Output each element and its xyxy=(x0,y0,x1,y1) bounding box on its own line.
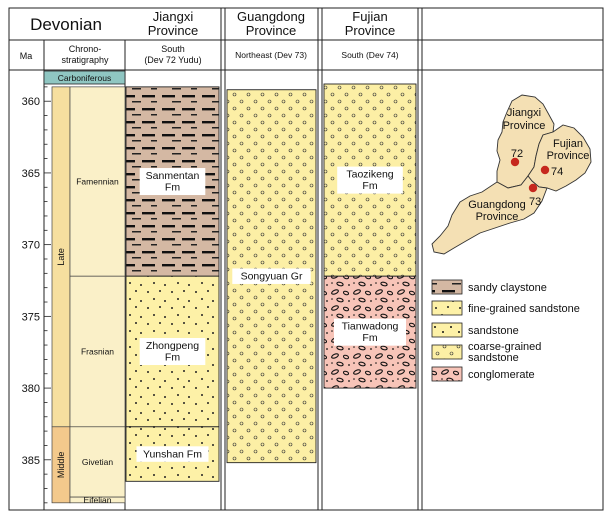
jiangxi-header-line-1: Jiangxi xyxy=(153,9,194,24)
map-guangdong-region xyxy=(431,175,548,255)
site-label-72: 72 xyxy=(511,148,523,160)
stage-label-frasnian: Frasnian xyxy=(81,347,114,357)
map-label-guangdong-line-2: Province xyxy=(476,211,519,223)
epoch-label-middle: Middle xyxy=(56,452,66,479)
ma-header: Ma xyxy=(20,51,33,61)
unit-label-box-taozikeng-fm xyxy=(337,166,403,194)
site-dot-73 xyxy=(528,183,538,193)
age-tick-label: 375 xyxy=(22,311,40,323)
unit-label-songyuan-gr-line-1: Songyuan Gr xyxy=(241,270,303,282)
map-label-fujian-line-1: Fujian xyxy=(553,138,583,150)
guangdong-header-line-1: Guangdong xyxy=(237,9,305,24)
guangdong-header-line-2: Province xyxy=(246,23,297,38)
age-tick-label: 380 xyxy=(22,383,40,395)
stage-label-famennian: Famennian xyxy=(76,177,119,187)
legend-swatch-coarse-sandstone xyxy=(431,344,463,360)
unit-label-tianwadong-fm-line-2: Fm xyxy=(362,332,377,344)
carboniferous-band xyxy=(43,70,126,85)
legend-label-coarse-sandstone-line-2: sandstone xyxy=(468,352,519,364)
stage-label-eifelian: Eifelian xyxy=(84,495,112,505)
age-tick-label: 360 xyxy=(22,96,40,108)
unit-label-tianwadong-fm-line-1: Tianwadong xyxy=(342,321,399,333)
site-label-74: 74 xyxy=(551,166,563,178)
epoch-label-late: Late xyxy=(56,248,66,266)
carboniferous-label: Carboniferous xyxy=(58,73,111,83)
jiangxi-subheader-line-1: South xyxy=(161,44,185,54)
stage-label-givetian: Givetian xyxy=(82,457,113,467)
unit-label-box-sanmentan-fm xyxy=(139,168,206,196)
guangdong-subheader: Northeast (Dev 73) xyxy=(235,50,307,60)
unit-label-sanmentan-fm-line-1: Sanmentan xyxy=(146,170,200,182)
fujian-header-line-1: Fujian xyxy=(352,9,387,24)
unit-label-box-yunshan-fm xyxy=(136,446,209,462)
legend-label-sandstone-line-1: sandstone xyxy=(468,325,519,337)
legend-swatch-fine-sandstone xyxy=(431,300,463,316)
age-tick-label: 370 xyxy=(22,240,40,252)
site-dot-74 xyxy=(540,165,550,175)
stage-band-eifelian xyxy=(69,496,126,504)
site-label-73: 73 xyxy=(529,196,541,208)
chrono-header-line-2: stratigraphy xyxy=(61,55,109,65)
stage-band-famennian xyxy=(69,86,126,277)
province-map: Jiangxi Province Fujian Province Guangdo… xyxy=(431,94,592,255)
unit-label-taozikeng-fm-line-1: Taozikeng xyxy=(346,169,393,181)
chrono-header-line-1: Chrono- xyxy=(69,44,102,54)
lithology-legend: sandy claystone fine-grained sandstone san… xyxy=(431,279,580,382)
legend-label-conglomerate-line-1: conglomerate xyxy=(468,369,535,381)
unit-label-zhongpeng-fm-line-1: Zhongpeng xyxy=(146,340,199,352)
unit-label-zhongpeng-fm-line-2: Fm xyxy=(165,352,180,364)
jiangxi-header-line-2: Province xyxy=(148,23,199,38)
legend-swatch-sandy-claystone xyxy=(431,279,463,295)
fujian-header-line-2: Province xyxy=(345,23,396,38)
legend-swatch-sandstone xyxy=(431,322,463,338)
legend-swatch-conglomerate xyxy=(431,366,463,382)
unit-label-box-tianwadong-fm xyxy=(334,318,406,346)
jiangxi-subheader-line-2: (Dev 72 Yudu) xyxy=(144,55,201,65)
chart-title: Devonian xyxy=(30,15,102,34)
unit-label-sanmentan-fm-line-2: Fm xyxy=(165,182,180,194)
map-label-guangdong-line-1: Guangdong xyxy=(468,199,526,211)
map-label-jiangxi-line-2: Province xyxy=(503,120,546,132)
unit-label-taozikeng-fm-line-2: Fm xyxy=(362,180,377,192)
stage-band-frasnian xyxy=(69,275,126,428)
carboniferous-layer: Carboniferous xyxy=(43,70,126,85)
unit-label-box-zhongpeng-fm xyxy=(139,338,206,366)
unit-label-yunshan-fm-line-1: Yunshan Fm xyxy=(143,448,202,460)
chart-frame xyxy=(8,7,604,511)
unit-label-box-songyuan-gr xyxy=(232,268,311,284)
site-dot-72 xyxy=(510,157,520,167)
legend-label-fine-sandstone-line-1: fine-grained sandstone xyxy=(468,303,580,315)
map-fujian-region xyxy=(527,124,592,192)
map-label-fujian-line-2: Province xyxy=(547,150,590,162)
legend-label-coarse-sandstone-line-1: coarse-grained xyxy=(468,341,541,353)
legend-label-sandy-claystone-line-1: sandy claystone xyxy=(468,282,547,294)
fujian-subheader: South (Dev 74) xyxy=(341,50,398,60)
map-label-jiangxi-line-1: Jiangxi xyxy=(507,107,541,119)
stage-band-givetian xyxy=(69,426,126,498)
age-tick-label: 385 xyxy=(22,455,40,467)
age-axis: 360 365 370 375 380 385 xyxy=(22,86,51,504)
age-tick-label: 365 xyxy=(22,168,40,180)
